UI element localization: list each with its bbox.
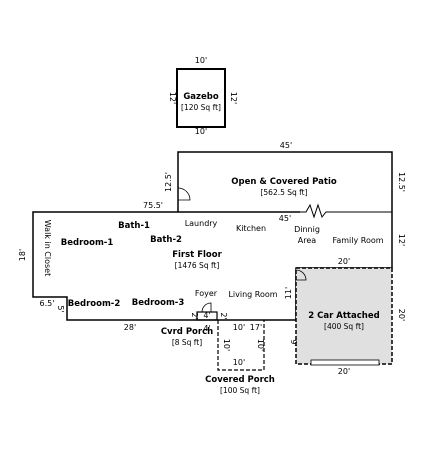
- covered-porch-area: [100 Sq ft]: [220, 386, 260, 395]
- gazebo-name: Gazebo: [183, 92, 219, 102]
- patio-area: [562.5 Sq ft]: [260, 188, 307, 197]
- living-room-label: Living Room: [228, 290, 277, 299]
- house-dim-step2: 5': [56, 305, 65, 312]
- walkin-closet-label: Walk in Closet: [43, 220, 52, 276]
- bedroom3-label: Bedroom-3: [132, 298, 185, 308]
- patio-outline: [177, 151, 393, 212]
- bath2-label: Bath-2: [150, 235, 182, 245]
- covered-porch-dim-top: 10': [233, 323, 245, 332]
- garage-entry-door-icon: [295, 269, 307, 281]
- patio-dim-left: 12.5': [164, 172, 173, 192]
- dinning-label-line1: Dinnig: [294, 225, 320, 234]
- first-floor-area: [1476 Sq ft]: [175, 261, 220, 270]
- patio-sliding-door-icon: [300, 203, 392, 219]
- kitchen-label: Kitchen: [236, 224, 266, 233]
- garage-dim-left: 9': [289, 339, 298, 346]
- garage-dim-top: 20': [338, 257, 350, 266]
- bedroom2-label: Bedroom-2: [68, 299, 121, 309]
- house-dim-left: 18': [18, 249, 27, 261]
- garage-door-icon: [310, 359, 380, 366]
- cvrd-porch-dim-left: 2': [190, 312, 199, 319]
- covered-porch-dim-top-right: 17': [250, 323, 262, 332]
- patio-dim-right: 12.5': [397, 172, 406, 192]
- covered-porch-dim-left: 10': [222, 339, 231, 351]
- gazebo-dim-left: 12': [168, 92, 177, 104]
- foyer-label: Foyer: [195, 289, 218, 298]
- patio-dim-bottom: 45': [279, 214, 291, 223]
- front-door-icon: [201, 302, 212, 313]
- laundry-door-icon: [177, 187, 191, 201]
- covered-porch-outline: [217, 320, 265, 371]
- gazebo-dim-right: 12': [229, 92, 238, 104]
- first-floor-label: First Floor: [172, 250, 222, 260]
- house-dim-living-right: 11': [284, 287, 293, 299]
- house-dim-top: 75.5': [143, 201, 163, 210]
- laundry-label: Laundry: [185, 219, 218, 228]
- dinning-label-line2: Area: [298, 236, 317, 245]
- gazebo-dim-bottom: 10': [195, 127, 207, 136]
- cvrd-porch-outline: [196, 311, 218, 321]
- house-dim-step: 6.5': [40, 299, 55, 308]
- gazebo-dim-top: 10': [195, 56, 207, 65]
- patio-name: Open & Covered Patio: [231, 177, 337, 187]
- cvrd-porch-dim-right: 2': [219, 312, 228, 319]
- garage-dim-right: 20': [397, 309, 406, 321]
- covered-porch-name: Covered Porch: [205, 375, 275, 385]
- family-room-label: Family Room: [332, 236, 383, 245]
- cvrd-porch-area: [8 Sq ft]: [172, 338, 202, 347]
- garage-name: 2 Car Attached: [308, 311, 379, 321]
- bath1-label: Bath-1: [118, 221, 150, 231]
- garage-outline: [295, 267, 393, 365]
- house-dim-bottom: 28': [124, 323, 136, 332]
- house-dim-right: 12': [397, 234, 406, 246]
- bedroom1-label: Bedroom-1: [61, 238, 114, 248]
- covered-porch-dim-bottom: 10': [233, 358, 245, 367]
- covered-porch-dim-right: 10': [256, 339, 265, 351]
- gazebo-outline: [176, 68, 226, 128]
- garage-dim-bottom: 20': [338, 367, 350, 376]
- cvrd-porch-dim-bottom: 4': [203, 324, 210, 333]
- garage-area: [400 Sq ft]: [324, 322, 364, 331]
- patio-dim-top: 45': [280, 141, 292, 150]
- cvrd-porch-dim-top: 4': [203, 311, 210, 320]
- gazebo-area: [120 Sq ft]: [181, 103, 221, 112]
- cvrd-porch-name: Cvrd Porch: [161, 327, 213, 337]
